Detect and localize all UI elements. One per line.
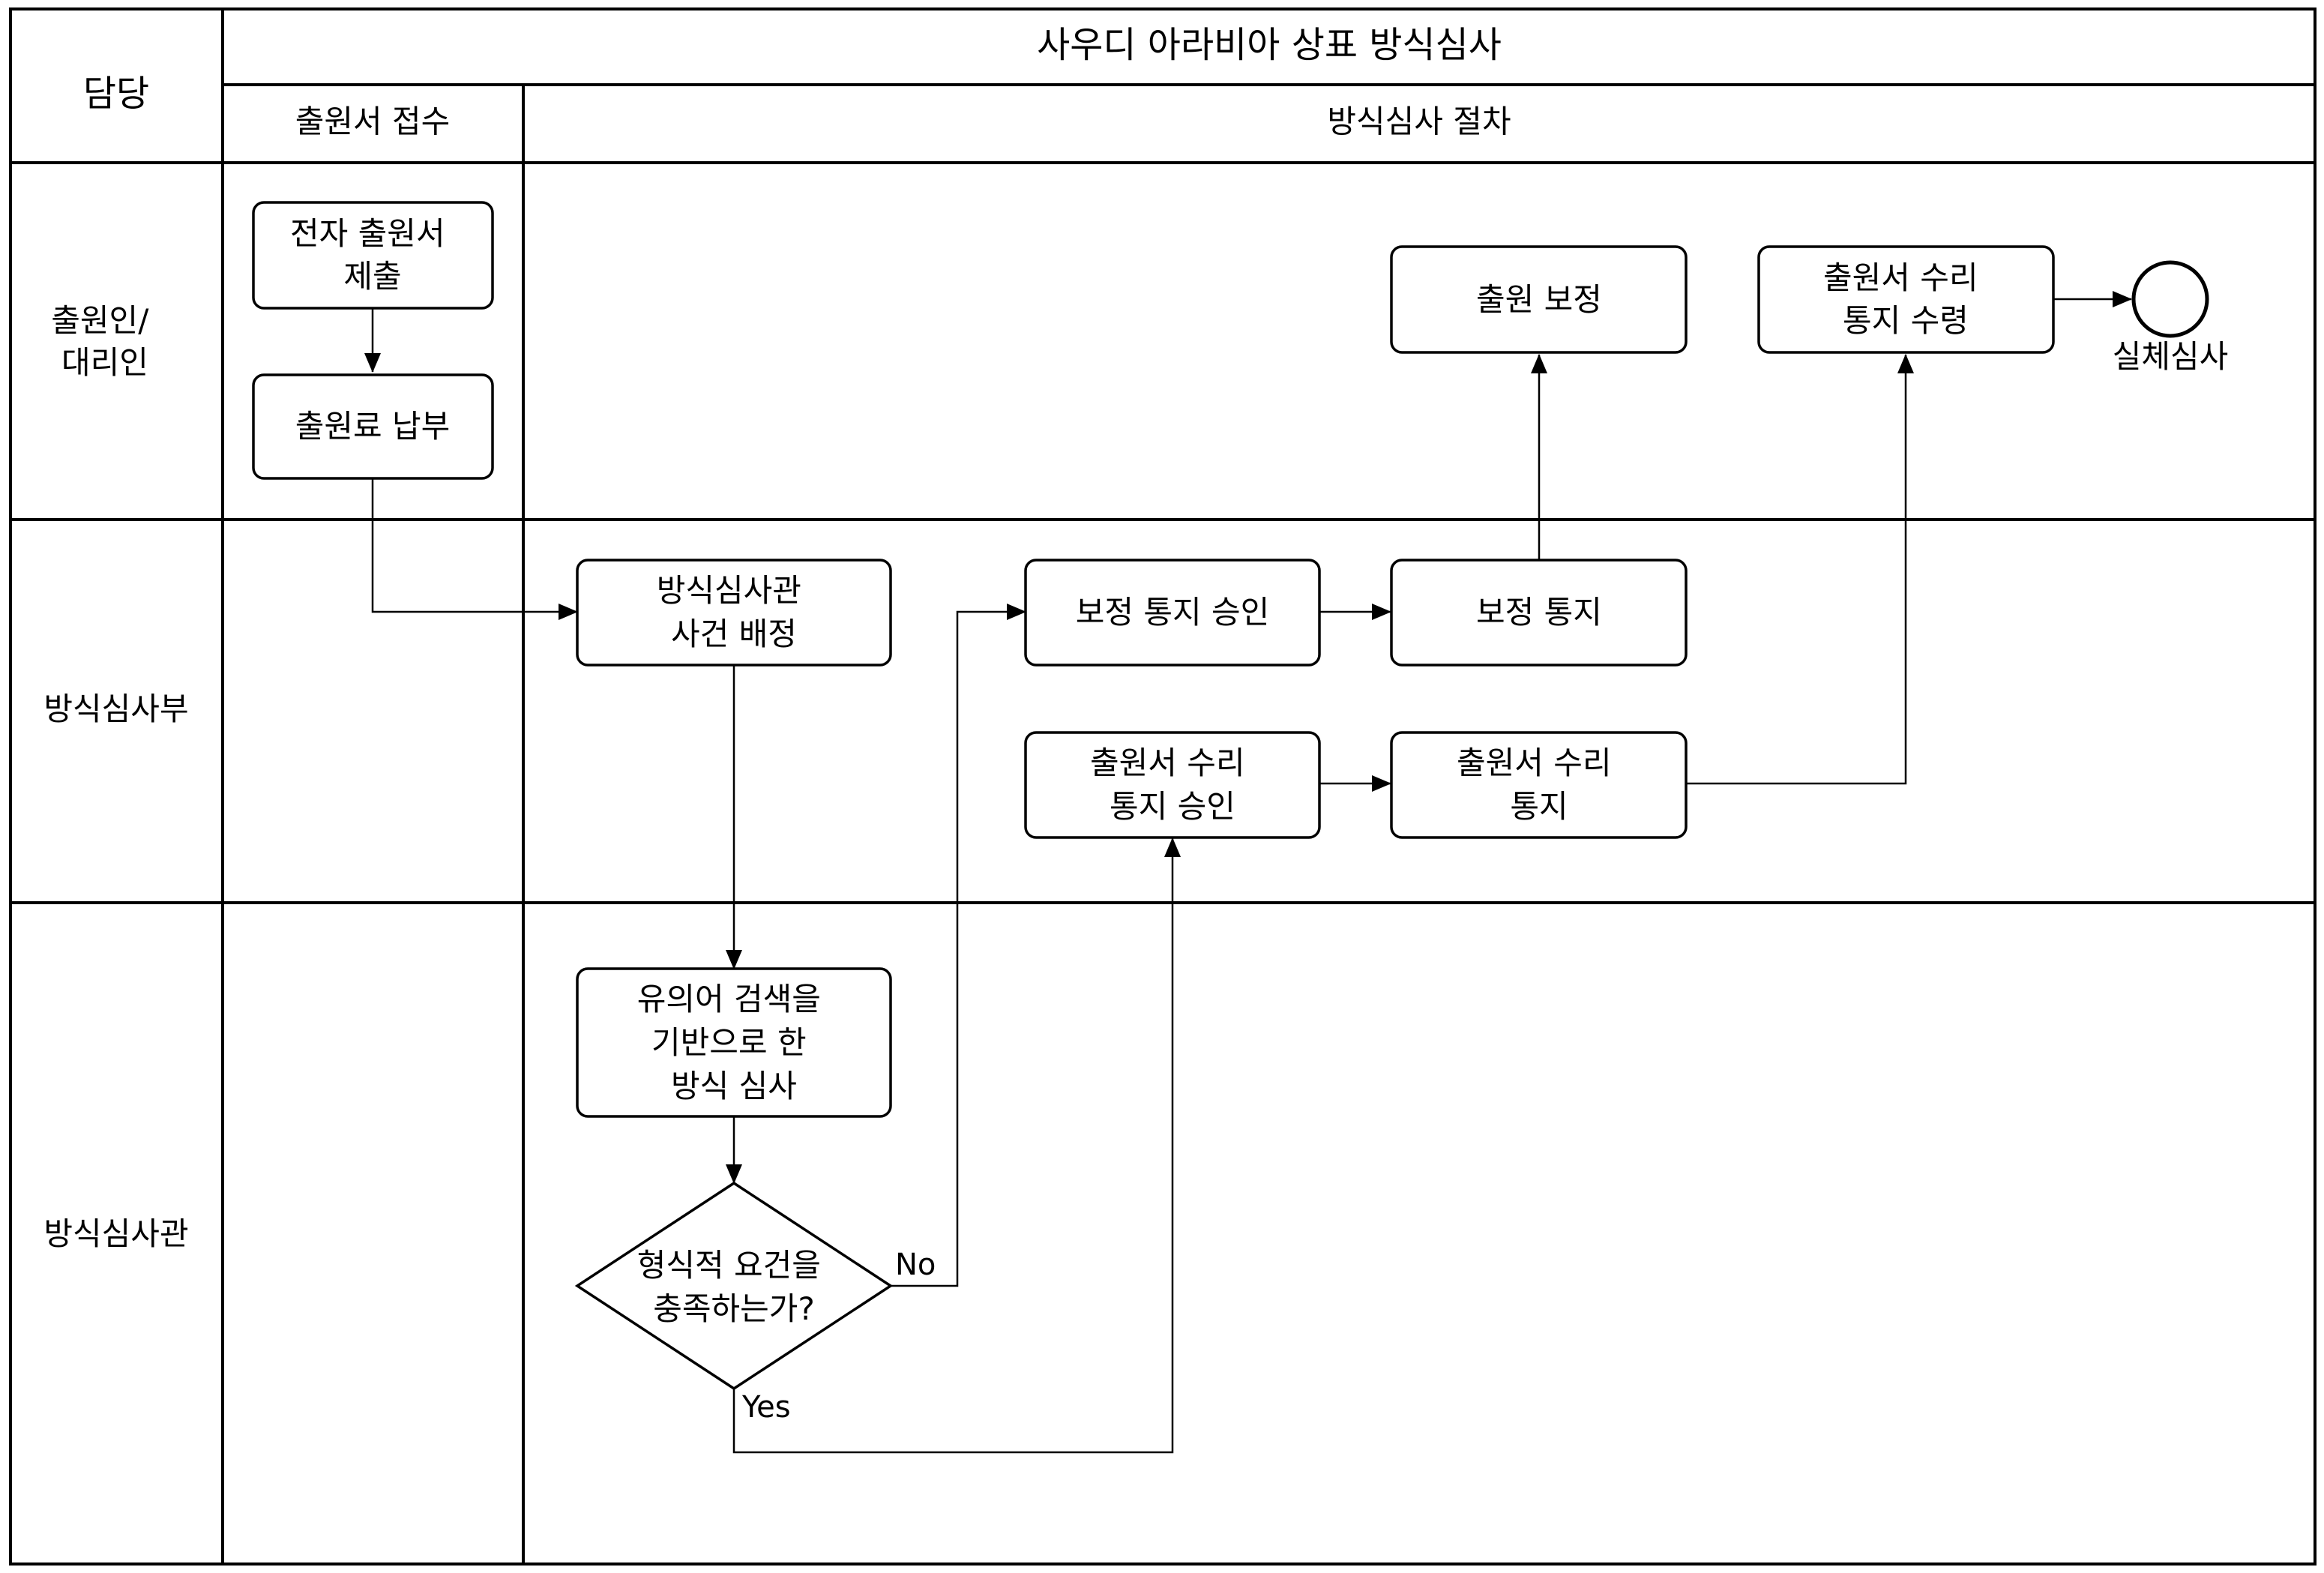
node-approve-acceptance: 출원서 수리 통지 승인 <box>1024 731 1321 839</box>
svg-text:출원서 수리 통지 수령: 출원서 수리 통지 수령 <box>1823 259 1988 339</box>
edge-decision-no <box>891 604 1026 1287</box>
phase-header-receipt: 출원서 접수 <box>295 103 451 140</box>
phase-header-procedure: 방식심사 절차 <box>1327 103 1511 140</box>
node-end-event: 실체심사 <box>2113 260 2229 375</box>
lane-label-applicant: 출원인/ 대리인 <box>51 302 158 381</box>
node-fee-payment: 출원료 납부 <box>252 373 494 480</box>
svg-text:출원서 수리 통지 승인: 출원서 수리 통지 승인 <box>1090 745 1255 825</box>
node-formality-exam: 유의어 검색을 기반으로 한 방식 심사 <box>576 967 892 1118</box>
node-assign-examiner: 방식심사관 사건 배정 <box>576 559 892 667</box>
svg-text:출원서 수리 통지: 출원서 수리 통지 <box>1457 745 1622 825</box>
node-amend-notice: 보정 통지 <box>1390 559 1688 667</box>
edge-label-no: No <box>895 1248 936 1282</box>
connectors <box>364 291 2132 1454</box>
owner-header: 담당 <box>83 73 149 115</box>
end-event-label: 실체심사 <box>2113 338 2229 375</box>
node-acceptance-notice: 출원서 수리 통지 <box>1390 731 1688 839</box>
node-receive-acceptance: 출원서 수리 통지 수령 <box>1757 245 2055 354</box>
node-approve-amend-notice: 보정 통지 승인 <box>1024 559 1321 667</box>
diagram-title: 사우디 아라비아 상표 방식심사 <box>1037 24 1502 66</box>
svg-text:방식심사관 사건 배정: 방식심사관 사건 배정 <box>657 572 812 652</box>
svg-text:보정 통지: 보정 통지 <box>1476 594 1602 631</box>
edge-label-yes: Yes <box>741 1390 791 1425</box>
edge-decision-yes <box>732 837 1181 1454</box>
node-decision: 형식적 요건을 충족하는가? <box>574 1181 894 1391</box>
svg-text:형식적 요건을 충족하는가?: 형식적 요건을 충족하는가? <box>637 1247 831 1327</box>
svg-text:전자 출원서 제출: 전자 출원서 제출 <box>290 215 455 295</box>
edge-acceptance-to-receipt <box>1687 354 1914 785</box>
lane-label-department: 방식심사부 <box>43 691 188 727</box>
svg-text:보정 통지 승인: 보정 통지 승인 <box>1076 594 1270 631</box>
svg-text:유의어 검색을 기반으로 한 방식: 유의어 검색을 기반으로 한 방식 심사 <box>637 981 831 1104</box>
node-e-filing: 전자 출원서 제출 <box>252 201 494 310</box>
swimlane-grid <box>9 7 2317 1566</box>
node-amend-application: 출원 보정 <box>1390 245 1688 354</box>
svg-text:출원료 납부: 출원료 납부 <box>295 408 451 445</box>
lane-label-examiner: 방식심사관 <box>43 1215 188 1252</box>
svg-text:출원 보정: 출원 보정 <box>1476 281 1602 318</box>
edge-fee-to-assign <box>371 478 578 620</box>
